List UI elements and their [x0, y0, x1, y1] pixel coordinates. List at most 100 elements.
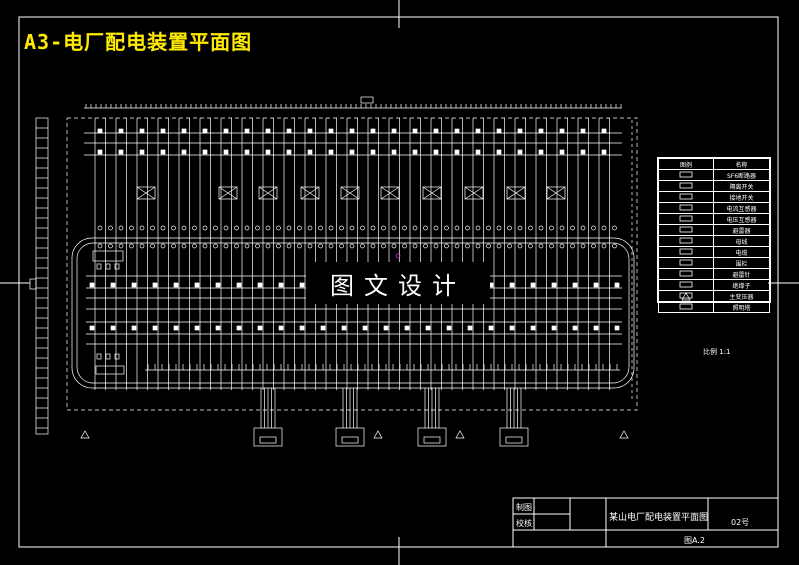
- top-marker: [360, 96, 374, 104]
- insulator-circle: [423, 243, 428, 249]
- insulator-circle: [496, 243, 502, 249]
- isolator-box: [464, 186, 484, 200]
- insulator-circle: [339, 243, 344, 249]
- insulator-circle: [454, 225, 460, 231]
- cable-icon: [658, 246, 714, 258]
- insulator-circle: [265, 243, 271, 249]
- insulator-circle: [391, 243, 397, 249]
- insulator-circle: [612, 225, 617, 231]
- isolator-box: [258, 186, 278, 200]
- insulator-circle: [507, 243, 512, 249]
- breaker-symbol: [97, 128, 103, 134]
- insulator-circle: [223, 225, 229, 231]
- insulator-circle: [234, 243, 239, 249]
- isolator-box: [136, 186, 156, 200]
- insulator-circle: [297, 243, 302, 249]
- breaker-symbol: [475, 149, 481, 155]
- transformer-core: [505, 436, 523, 444]
- insulator-circle: [213, 225, 218, 231]
- isolator-icon: [658, 180, 714, 192]
- legend-row-name: 照明塔: [713, 301, 770, 313]
- insulator-circle: [139, 243, 145, 249]
- breaker-symbol: [257, 282, 263, 288]
- breaker-symbol: [299, 282, 305, 288]
- breaker-symbol: [89, 282, 95, 288]
- legend-row: 避雷器: [658, 224, 770, 236]
- isolator-diag: [340, 186, 360, 200]
- left-side-strip: [35, 117, 49, 435]
- breaker-symbol: [538, 128, 544, 134]
- isolator-box: [340, 186, 360, 200]
- isolator-diag: [258, 186, 278, 200]
- dashed-fence: [66, 117, 638, 411]
- insulator-circle: [580, 225, 586, 231]
- ct-icon: [658, 202, 714, 214]
- insulator-circle: [118, 225, 124, 231]
- breaker-symbol: [593, 325, 599, 331]
- breaker-symbol: [551, 325, 557, 331]
- breaker-symbol: [362, 325, 368, 331]
- breaker-symbol: [580, 149, 586, 155]
- insulator-circle: [580, 243, 586, 249]
- transformer-box: [499, 427, 529, 447]
- insulator-circle: [591, 243, 596, 249]
- title-block-checked: 校核: [516, 519, 532, 528]
- insulator-circle: [160, 225, 166, 231]
- insulator-circle: [118, 243, 124, 249]
- insulator-circle: [171, 225, 176, 231]
- insulator-circle: [360, 225, 365, 231]
- bus-icon: [658, 235, 714, 247]
- insulator-circle: [129, 225, 134, 231]
- transformer-core: [341, 436, 359, 444]
- equip-cell: [96, 263, 102, 270]
- title-block-drawing-name: 某山电厂配电装置平面图: [609, 513, 709, 523]
- breaker-symbol: [425, 325, 431, 331]
- insulator-circle: [391, 225, 397, 231]
- breaker-symbol: [181, 149, 187, 155]
- legend-row-name: 接地开关: [713, 191, 770, 203]
- breaker-symbol: [580, 128, 586, 134]
- isolator-diag: [300, 186, 320, 200]
- breaker-symbol: [559, 128, 565, 134]
- insulator-circle: [349, 225, 355, 231]
- insulator-circle: [202, 225, 208, 231]
- insulator-circle: [160, 243, 166, 249]
- legend-row: 照明塔: [658, 301, 770, 313]
- isolator-diag: [546, 186, 566, 200]
- equip-cell: [96, 353, 102, 360]
- insulator-circle: [244, 225, 250, 231]
- breaker-symbol: [517, 149, 523, 155]
- insulator-circle: [444, 243, 449, 249]
- transformer-box: [253, 427, 283, 447]
- insulator-circle: [454, 243, 460, 249]
- breaker-symbol: [244, 128, 250, 134]
- legend-row: 母线: [658, 235, 770, 247]
- legend-row: 电压互感器: [658, 213, 770, 225]
- breaker-symbol: [160, 149, 166, 155]
- breaker-symbol: [572, 282, 578, 288]
- legend-row: 电流互感器: [658, 202, 770, 214]
- breaker-symbol: [475, 128, 481, 134]
- isolator-diag: [218, 186, 238, 200]
- legend-row: 绝缘子: [658, 279, 770, 291]
- scale-ratio: 比例 1:1: [703, 348, 731, 356]
- insulator-circle: [559, 243, 565, 249]
- insulator-circle: [570, 225, 575, 231]
- insulator-circle: [549, 243, 554, 249]
- insulator-circle: [318, 225, 323, 231]
- insulator-circle: [517, 225, 523, 231]
- breaker-symbol: [341, 325, 347, 331]
- equip-cell: [114, 263, 120, 270]
- insulator-circle: [213, 243, 218, 249]
- breaker-symbol: [299, 325, 305, 331]
- breaker-symbol: [110, 282, 116, 288]
- insulator-circle: [97, 243, 103, 249]
- lightning-rod: [455, 430, 465, 439]
- breaker-symbol: [593, 282, 599, 288]
- insulator-circle: [349, 243, 355, 249]
- isolator-diag: [422, 186, 442, 200]
- breaker-symbol: [215, 282, 221, 288]
- insulator-circle: [402, 243, 407, 249]
- insulator-circle: [255, 225, 260, 231]
